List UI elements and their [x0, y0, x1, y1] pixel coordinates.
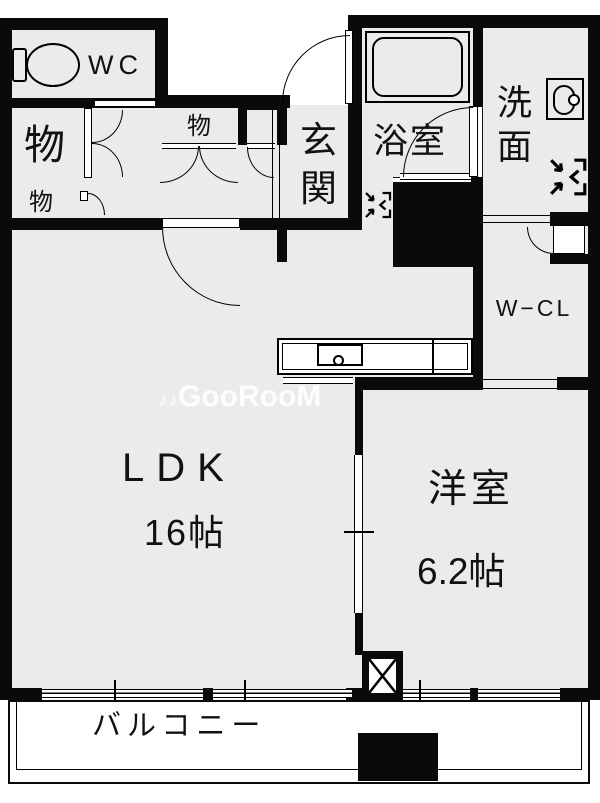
toilet-bowl-icon — [26, 43, 80, 87]
sink-faucet — [568, 94, 580, 106]
sliding-door-partition — [354, 455, 363, 613]
wall-bottom-1 — [0, 688, 42, 700]
room-label-wcl: W−CL — [495, 295, 573, 321]
window-bedroom-right — [478, 689, 560, 698]
kitchen-counter-inner — [282, 343, 468, 370]
wall-bottom-5 — [560, 688, 600, 700]
room-label-washroom: 洗面 — [497, 84, 533, 167]
room-label-balcony: バルコニー — [92, 710, 267, 742]
floor-washroom — [482, 27, 589, 223]
window-bedroom-left — [403, 689, 470, 698]
window-ldk-right — [213, 689, 352, 698]
room-size-bedroom: 6.2帖 — [417, 551, 506, 592]
wall-genkan-stub — [277, 105, 287, 145]
balcony-inner-line — [16, 700, 582, 770]
wall-wc-right — [155, 18, 168, 108]
wall-hall-bottom-left — [0, 218, 162, 230]
window-ldk-left — [42, 689, 203, 698]
room-size-ldk: 16帖 — [144, 512, 227, 553]
room-label-bathroom: 浴室 — [373, 122, 448, 161]
wcl-door-leaf — [553, 225, 585, 254]
room-label-storage-hall: 物 — [187, 113, 211, 140]
wall-top-right — [348, 15, 600, 28]
opening-wc-door — [95, 100, 155, 107]
wall-genkan-top — [240, 98, 277, 110]
wall-bottom-4 — [470, 688, 478, 700]
opening-wcl-bedroom — [483, 379, 557, 389]
watermark-logo-icon: ♪♪ — [158, 389, 178, 411]
wall-closet-divider — [238, 105, 247, 145]
wall-bottom-2 — [203, 688, 213, 700]
balcony — [8, 700, 590, 784]
wall-bedroom-top-left — [355, 377, 483, 390]
room-label-genkan: 玄関 — [300, 120, 337, 210]
wall-partition-lower — [355, 613, 363, 655]
wall-left — [0, 18, 12, 700]
floor-kitchen-nook — [362, 177, 393, 229]
watermark: ♪♪GooRooM — [158, 380, 321, 415]
fridge-space-marker-icon — [363, 187, 393, 223]
toilet-icon — [12, 48, 27, 82]
wall-bedroom-top-right — [557, 377, 600, 390]
bathtub-inner — [372, 37, 463, 97]
kitchen-counter-divider — [432, 340, 434, 373]
wall-kitchen-left-stub — [277, 228, 287, 262]
room-label-ldk: LDK — [122, 446, 236, 490]
storage-small-door-leaf — [80, 191, 88, 201]
wall-washroom-bottom — [550, 212, 600, 226]
kitchen-counter — [277, 338, 473, 375]
wall-wcl-door-stub — [550, 254, 588, 264]
opening-washroom-wcl — [483, 215, 550, 223]
window-tick — [419, 680, 421, 706]
opening-counter-side — [283, 377, 353, 384]
kitchen-faucet — [333, 355, 344, 366]
wall-right — [588, 15, 600, 700]
room-label-bedroom: 洋室 — [428, 468, 515, 511]
room-label-storage-left-small: 物 — [29, 189, 53, 216]
wall-wcl-left — [473, 228, 483, 390]
entry-door-arc — [282, 35, 350, 103]
laundry-space-marker-icon — [547, 156, 589, 198]
wall-bath-wash-divider — [473, 28, 483, 107]
watermark-text: GooRooM — [178, 380, 322, 413]
room-label-storage-left: 物 — [24, 122, 65, 168]
wall-partition-upper — [355, 387, 363, 455]
floor-main-rooms — [12, 228, 588, 690]
room-label-wc: WC — [88, 50, 143, 80]
pipe-space-x-icon — [369, 659, 396, 693]
balcony-hatch — [358, 733, 438, 781]
sliding-door-tick — [344, 531, 374, 533]
window-tick — [114, 680, 116, 706]
window-tick — [244, 680, 246, 706]
pillar-shaft — [393, 182, 483, 267]
wall-hall-bottom-right — [240, 218, 362, 230]
wall-top-left — [0, 18, 168, 30]
wall-wc-bottom — [0, 98, 160, 108]
closet-door-leaf — [84, 108, 92, 178]
